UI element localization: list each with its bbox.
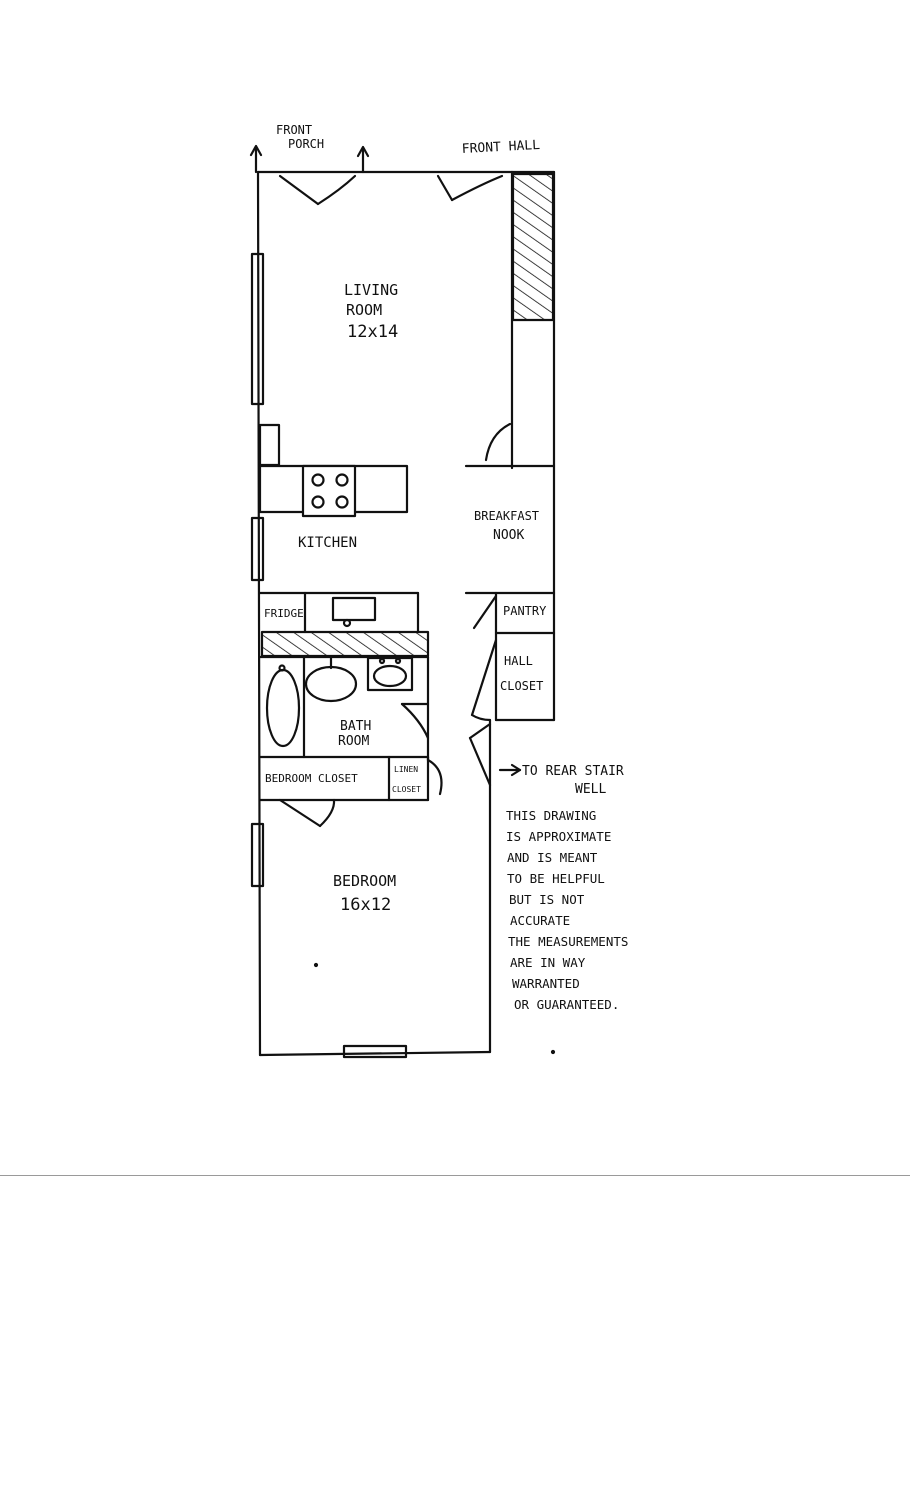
sheet-edge-divider (0, 1175, 910, 1176)
disclaimer-line: THIS DRAWING (506, 808, 596, 823)
kitchen-counter (258, 464, 409, 518)
living-nook-door (464, 422, 556, 468)
breakfast-nook-label: BREAKFAST (474, 509, 539, 523)
disclaimer-line: BUT IS NOT (509, 892, 585, 907)
pantry-hall-closet (464, 591, 556, 787)
pantry-label: PANTRY (503, 604, 547, 618)
linen-closet-label-2: CLOSET (392, 785, 421, 794)
window-bedroom-rear (342, 1044, 408, 1059)
hall-closet-label-2: CLOSET (500, 679, 543, 693)
rear-stair-label-2: WELL (575, 782, 606, 797)
disclaimer-line: AND IS MEANT (507, 850, 598, 865)
living-room-label: LIVING (344, 281, 398, 299)
bathroom-label-2: ROOM (338, 734, 369, 749)
disclaimer-line: ACCURATE (510, 913, 570, 928)
bedroom-size: 16x12 (340, 895, 391, 915)
disclaimer-line: WARRANTED (512, 976, 580, 991)
bathroom (258, 655, 430, 762)
pencil-dot (550, 1049, 556, 1055)
living-wall-stub (258, 423, 281, 467)
plumbing-wall (260, 630, 430, 658)
window-bedroom (250, 822, 265, 888)
front-porch-label: FRONT (276, 123, 312, 137)
disclaimer-line: TO BE HELPFUL (507, 871, 605, 886)
linen-closet-label: LINEN (394, 765, 418, 774)
disclaimer-line: IS APPROXIMATE (506, 829, 611, 844)
rear-stair-arrow (498, 763, 522, 777)
disclaimer-line: ARE IN WAY (510, 955, 586, 970)
floor-plan: FRONT PORCH FRONT HALL LIVING ROOM 12x14… (249, 123, 628, 1059)
drawing-sheet (0, 0, 910, 1175)
window-living (250, 252, 265, 406)
fridge-label: FRIDGE (264, 607, 304, 620)
bedroom-label: BEDROOM (333, 872, 396, 890)
front-hall-label: FRONT HALL (461, 138, 540, 157)
living-room-label-2: ROOM (346, 301, 382, 319)
closets-row (258, 755, 443, 828)
rear-stair-label: TO REAR STAIR (522, 764, 624, 779)
kitchen-sink-counter (258, 591, 420, 634)
breakfast-nook-label-2: NOOK (493, 528, 524, 543)
kitchen-label: KITCHEN (298, 535, 357, 551)
front-porch-arrows (249, 144, 370, 174)
window-kitchen (250, 516, 265, 582)
living-room-size: 12x14 (347, 322, 398, 342)
bedroom-closet-label: BEDROOM CLOSET (265, 772, 358, 785)
bathroom-label: BATH (340, 719, 371, 734)
disclaimer-line: OR GUARANTEED. (514, 997, 619, 1012)
hall-closet-label: HALL (504, 654, 533, 668)
disclaimer-line: THE MEASUREMENTS (508, 934, 628, 949)
front-porch-label-2: PORCH (288, 137, 324, 151)
pencil-dot (313, 962, 319, 968)
disclaimer-note: THIS DRAWING IS APPROXIMATE AND IS MEANT TO… (506, 808, 628, 1012)
front-hall-stair (511, 172, 555, 322)
front-doors (278, 174, 504, 206)
